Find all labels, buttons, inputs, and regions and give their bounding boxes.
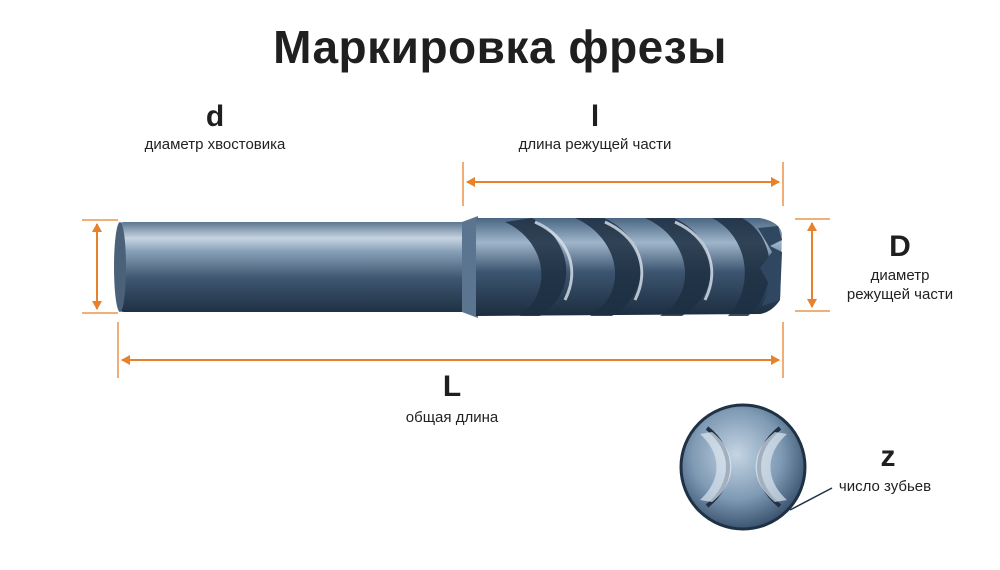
end-mill-shank bbox=[114, 222, 470, 312]
cutting-diameter-caption-line2: режущей части bbox=[846, 286, 954, 303]
cutting-diameter-symbol: D bbox=[889, 230, 911, 263]
teeth-count-symbol: z bbox=[880, 440, 896, 473]
page-title: Маркировка фрезы bbox=[273, 21, 727, 73]
teeth-count-caption: число зубьев bbox=[838, 478, 932, 495]
cutting-diameter-caption: диаметр режущей части bbox=[830, 266, 970, 304]
shank-diameter-symbol: d bbox=[205, 100, 225, 133]
dimension-guides bbox=[82, 162, 830, 378]
total-length-caption: общая длина bbox=[405, 409, 499, 426]
cross-section-circle bbox=[679, 403, 807, 531]
teeth-leader-line bbox=[789, 487, 833, 511]
cutting-length-symbol: l bbox=[590, 100, 600, 133]
cutting-length-caption: длина режущей части bbox=[518, 136, 672, 153]
end-mill-neck bbox=[462, 216, 478, 318]
end-mill-cutting-part bbox=[476, 218, 782, 316]
shank-diameter-caption: диаметр хвостовика bbox=[144, 136, 286, 153]
cutting-diameter-caption-line1: диаметр bbox=[870, 267, 930, 284]
total-length-symbol: L bbox=[442, 370, 462, 403]
